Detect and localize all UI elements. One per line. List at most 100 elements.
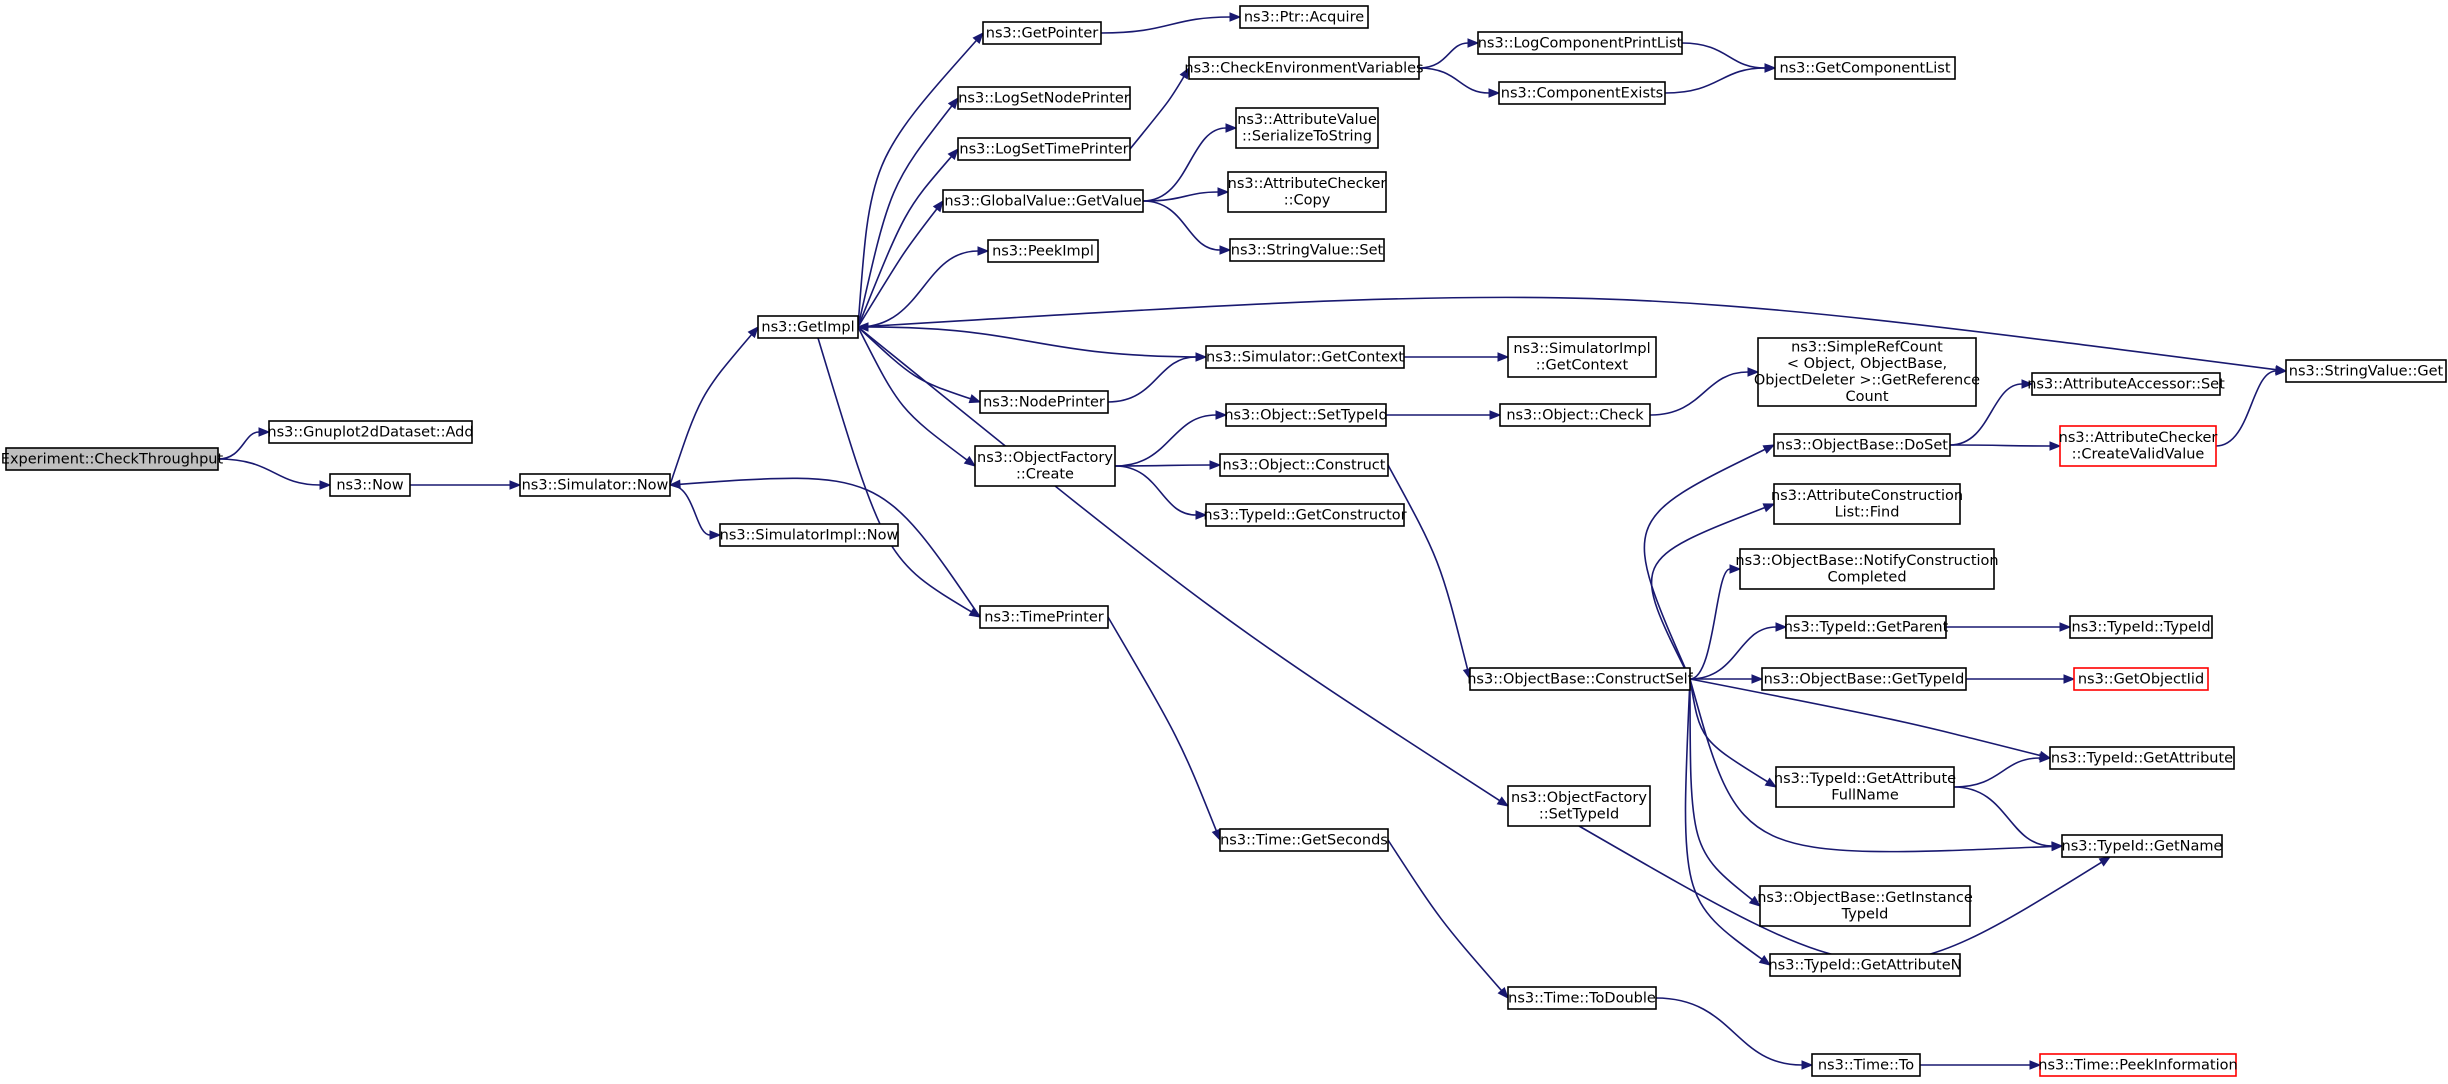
edge-checkenvvars-to-logcomponentprintlist xyxy=(1418,38,1480,69)
node-now[interactable]: ns3::Now xyxy=(329,473,411,497)
node-peekimpl[interactable]: ns3::PeekImpl xyxy=(987,239,1099,263)
edge-arrowhead xyxy=(1497,986,1509,1000)
node-box xyxy=(1757,337,1977,407)
edge-objectfactory-create-to-object-construct xyxy=(1114,460,1222,470)
node-getcomponentlist[interactable]: ns3::GetComponentList xyxy=(1774,56,1956,80)
edge-line xyxy=(1949,383,2023,446)
node-stringvalue-get[interactable]: ns3::StringValue::Get xyxy=(2285,359,2447,383)
node-box xyxy=(2069,615,2213,639)
edge-getimpl-to-logsettimeprinter xyxy=(857,147,959,328)
edge-arrowhead xyxy=(972,31,984,44)
edge-arrowhead xyxy=(709,530,722,540)
edge-checkenvvars-to-componentexists xyxy=(1418,67,1501,98)
node-logcomponentprintlist[interactable]: ns3::LogComponentPrintList xyxy=(1477,31,1683,55)
edge-arrowhead xyxy=(1215,410,1228,420)
node-simulator-getcontext[interactable]: ns3::Simulator::GetContext xyxy=(1205,345,1405,369)
node-gnuplot-add[interactable]: ns3::Gnuplot2dDataset::Add xyxy=(267,420,474,444)
node-logsettimeprinter[interactable]: ns3::LogSetTimePrinter xyxy=(957,137,1131,161)
node-box xyxy=(979,390,1109,414)
node-object-check[interactable]: ns3::Object::Check xyxy=(1499,403,1651,427)
node-attraccessor-set[interactable]: ns3::AttributeAccessor::Set xyxy=(2027,372,2225,396)
node-getimpl[interactable]: ns3::GetImpl xyxy=(757,315,859,339)
node-typeid-getname[interactable]: ns3::TypeId::GetName xyxy=(2061,834,2223,858)
node-typeid-typeid[interactable]: ns3::TypeId::TypeId xyxy=(2069,615,2213,639)
node-box xyxy=(1469,667,1691,691)
edge-objectfactory-create-to-typeid-getconstructor xyxy=(1114,465,1208,520)
node-simulatorimpl-getcontext[interactable]: ns3::SimulatorImpl::GetContext xyxy=(1507,336,1657,378)
node-attrchecker-createvalidvalue[interactable]: ns3::AttributeChecker::CreateValidValue xyxy=(2059,425,2218,467)
node-objectbase-doset[interactable]: ns3::ObjectBase::DoSet xyxy=(1773,433,1951,457)
node-label: ns3::GetPointer xyxy=(986,25,1099,41)
edge-arrowhead xyxy=(2098,856,2112,867)
node-box xyxy=(2031,372,2221,396)
edge-arrowhead xyxy=(2029,1060,2042,1070)
edge-line xyxy=(1100,16,1231,34)
edge-arrowhead xyxy=(963,455,977,467)
node-timeprinter[interactable]: ns3::TimePrinter xyxy=(979,605,1109,629)
edge-line xyxy=(1387,839,1503,991)
node-label: ns3::Object::SetTypeId xyxy=(1224,407,1387,423)
node-label: ns3::Time::To xyxy=(1818,1057,1914,1073)
edge-typeid-getattributefullname-to-typeid-getattribute xyxy=(1953,753,2052,788)
edge-nodeprinter-to-simulator-getcontext xyxy=(1107,352,1208,403)
node-typeid-getconstructor[interactable]: ns3::TypeId::GetConstructor xyxy=(1203,503,1407,527)
node-box xyxy=(1219,828,1389,852)
node-simulator-now[interactable]: ns3::Simulator::Now xyxy=(519,473,671,497)
node-typeid-getattribute[interactable]: ns3::TypeId::GetAttribute xyxy=(2049,746,2235,770)
node-label: ns3::ObjectFactory xyxy=(1511,790,1647,806)
node-stringvalue-set[interactable]: ns3::StringValue::Set xyxy=(1229,238,1385,262)
node-attrchecker-copy[interactable]: ns3::AttributeChecker::Copy xyxy=(1227,171,1387,213)
node-simplerefcount[interactable]: ns3::SimpleRefCount< Object, ObjectBase,… xyxy=(1754,337,1980,407)
node-label: Completed xyxy=(1827,570,1906,586)
node-label: ns3::AttributeChecker xyxy=(2059,430,2218,446)
edge-line xyxy=(1684,678,1763,960)
edge-line xyxy=(217,458,321,486)
node-objectfactory-create[interactable]: ns3::ObjectFactory::Create xyxy=(974,445,1116,487)
edge-time-todouble-to-time-to xyxy=(1655,997,1814,1070)
node-logsetnodeprinter[interactable]: ns3::LogSetNodePrinter xyxy=(957,86,1131,110)
node-objectfactory-settypeid[interactable]: ns3::ObjectFactory::SetTypeId xyxy=(1507,785,1651,827)
node-simulatorimpl-now[interactable]: ns3::SimulatorImpl::Now xyxy=(719,523,899,547)
node-getpointer[interactable]: ns3::GetPointer xyxy=(982,21,1102,45)
node-label: ns3::CheckEnvironmentVariables xyxy=(1184,60,1423,76)
edge-arrowhead xyxy=(947,147,959,161)
node-checkenvvars[interactable]: ns3::CheckEnvironmentVariables xyxy=(1184,56,1424,80)
node-box xyxy=(1773,483,1961,525)
node-box xyxy=(1507,336,1657,378)
node-nodeprinter[interactable]: ns3::NodePrinter xyxy=(979,390,1109,414)
edge-object-construct-to-objectbase-constructself xyxy=(1387,464,1473,681)
node-componentexists[interactable]: ns3::ComponentExists xyxy=(1498,81,1666,105)
node-typeid-getattributen[interactable]: ns3::TypeId::GetAttributeN xyxy=(1768,953,1962,977)
node-ptr-acquire[interactable]: ns3::Ptr::Acquire xyxy=(1239,5,1369,29)
edge-globalvalue-getvalue-to-stringvalue-set xyxy=(1142,200,1232,255)
node-attrvalue-serialize[interactable]: ns3::AttributeValue::SerializeToString xyxy=(1235,107,1379,149)
node-time-peekinformation[interactable]: ns3::Time::PeekInformation xyxy=(2038,1053,2238,1077)
node-checkthroughput[interactable]: Experiment::CheckThroughput xyxy=(1,447,224,471)
node-object-settypeid[interactable]: ns3::Object::SetTypeId xyxy=(1224,403,1388,427)
edge-arrowhead xyxy=(1764,63,1777,73)
edge-arrowhead xyxy=(747,325,759,339)
node-globalvalue-getvalue[interactable]: ns3::GlobalValue::GetValue xyxy=(942,189,1144,213)
edge-arrowhead xyxy=(1758,955,1772,966)
node-notifyconstructioncompleted[interactable]: ns3::ObjectBase::NotifyConstructionCompl… xyxy=(1735,548,1999,590)
edge-line xyxy=(1107,616,1218,832)
node-time-to[interactable]: ns3::Time::To xyxy=(1811,1053,1921,1077)
edge-line xyxy=(1142,127,1227,202)
node-time-todouble[interactable]: ns3::Time::ToDouble xyxy=(1507,986,1657,1010)
node-object-construct[interactable]: ns3::Object::Construct xyxy=(1219,453,1389,477)
edge-objectbase-gettypeid-to-getobjectiid xyxy=(1966,674,2076,684)
edge-line xyxy=(1114,465,1197,516)
node-label: ns3::ObjectBase::GetTypeId xyxy=(1764,671,1965,687)
node-box xyxy=(1235,107,1379,149)
node-getobjectiid[interactable]: ns3::GetObjectIid xyxy=(2073,667,2209,691)
node-label: ns3::AttributeChecker xyxy=(1228,176,1387,192)
node-box xyxy=(1507,986,1657,1010)
node-time-getseconds[interactable]: ns3::Time::GetSeconds xyxy=(1219,828,1389,852)
node-objectbase-constructself[interactable]: ns3::ObjectBase::ConstructSelf xyxy=(1467,667,1694,691)
node-objectbase-gettypeid[interactable]: ns3::ObjectBase::GetTypeId xyxy=(1761,667,1967,691)
node-typeid-getparent[interactable]: ns3::TypeId::GetParent xyxy=(1784,615,1949,639)
node-label: ns3::StringValue::Set xyxy=(1231,242,1384,258)
